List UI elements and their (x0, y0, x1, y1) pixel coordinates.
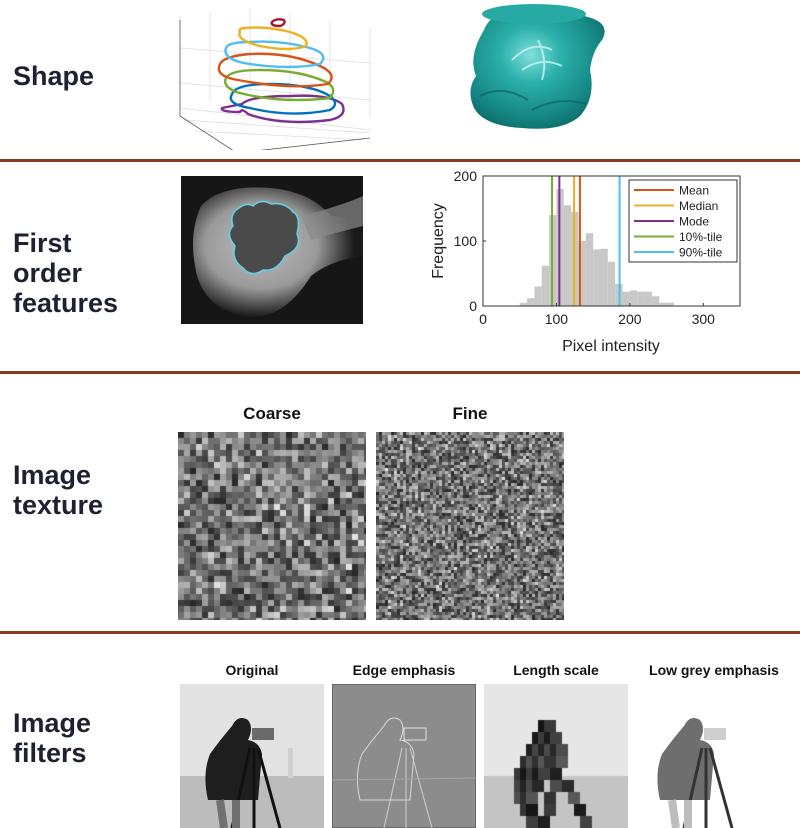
filter-lowgrey-title: Low grey emphasis (649, 662, 779, 678)
label-line: Image (13, 460, 92, 490)
histogram-bar (651, 296, 660, 306)
statistic-lines (551, 176, 621, 306)
histogram-bar (600, 248, 608, 306)
x-tick-label: 300 (692, 311, 716, 327)
x-axis-label: Pixel intensity (562, 338, 660, 355)
texture-coarse-title: Coarse (243, 404, 301, 423)
filter-length-scale-image (484, 684, 628, 828)
legend-entry: Mode (679, 215, 709, 229)
shape-3d-mesh (470, 4, 605, 129)
section-divider (0, 159, 800, 162)
section-divider (0, 631, 800, 634)
y-axis-label: Frequency (430, 203, 447, 279)
shape-contour-plot (179, 8, 371, 150)
label-line: filters (13, 738, 87, 768)
histogram-bar (659, 302, 667, 306)
contour-slices (217, 18, 345, 124)
texture-coarse-image (178, 432, 366, 620)
texture-fine-title: Fine (452, 404, 488, 423)
filter-low-grey-image (632, 684, 792, 828)
histogram-bar (519, 302, 528, 306)
histogram-bar (578, 241, 586, 306)
filter-edge-image (332, 684, 476, 828)
histogram-bar (527, 298, 535, 306)
legend-entry: Median (679, 199, 718, 213)
filter-original-image (180, 684, 324, 828)
filter-original-title: Original (225, 662, 279, 678)
label-line: Image (13, 708, 92, 738)
label-line: features (13, 288, 119, 318)
intensity-histogram: 0 100 200 300 0 100 200 Pixel intensity Freque… (430, 168, 741, 355)
label-line: First (13, 228, 72, 258)
histogram-bar (563, 205, 572, 306)
histogram-bar (607, 261, 616, 306)
y-tick-label: 200 (454, 168, 478, 184)
x-tick-label: 200 (618, 311, 642, 327)
label-line: order (13, 258, 83, 288)
section-label-first-order: First order features (13, 228, 118, 318)
x-tick-label: 0 (479, 311, 487, 327)
histogram-bar (629, 290, 638, 306)
section-divider (0, 371, 800, 374)
texture-fine-image (376, 432, 564, 620)
mesh-top (482, 4, 586, 24)
legend-entry: Mean (679, 184, 709, 198)
histogram-bar (644, 291, 652, 306)
section-label-texture: Image texture (13, 460, 103, 520)
section-label-filters: Image filters (13, 708, 91, 768)
histogram-bar (593, 249, 601, 306)
histogram-bar (622, 291, 630, 306)
legend-entry: 90%-tile (679, 246, 723, 260)
filter-length-title: Length scale (513, 662, 599, 678)
histogram-bar (585, 233, 594, 306)
label-line: texture (13, 490, 104, 520)
y-tick-label: 100 (454, 233, 478, 249)
histogram-bar (534, 286, 542, 306)
axes-grid (179, 8, 371, 141)
section-label-shape: Shape (13, 61, 95, 91)
histogram-bar (637, 291, 645, 306)
axes-lines (179, 20, 371, 150)
y-tick-label: 0 (469, 298, 477, 314)
mri-tumor-image (181, 176, 363, 324)
histogram-bar (541, 265, 550, 306)
tumor-contour (228, 200, 300, 275)
histogram-bar (666, 302, 674, 306)
filter-edge-title: Edge emphasis (352, 662, 456, 678)
mesh-body (470, 5, 605, 129)
axes: 0 100 200 300 0 100 200 (454, 168, 716, 327)
x-tick-label: 100 (545, 311, 569, 327)
legend-entry: 10%-tile (679, 230, 723, 244)
